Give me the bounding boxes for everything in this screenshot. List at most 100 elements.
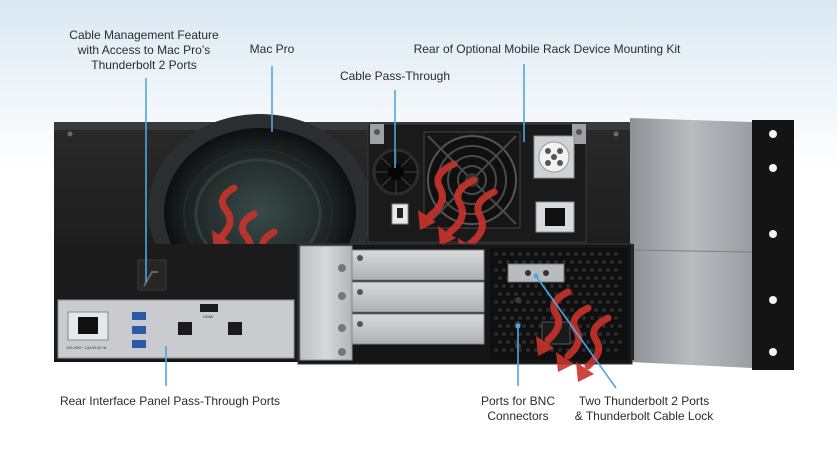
vent-hole (522, 308, 526, 312)
hdmi-port-label: HDMI (203, 314, 213, 319)
vent-hole (526, 316, 530, 320)
vent-hole (566, 268, 570, 272)
vent-hole (614, 332, 618, 336)
vent-hole (582, 316, 586, 320)
vent-hole (606, 300, 610, 304)
vent-hole (518, 316, 522, 320)
cable-pass-through-grommet (372, 148, 420, 196)
vent-hole (510, 332, 514, 336)
vent-hole (582, 252, 586, 256)
vent-hole (590, 268, 594, 272)
vent-hole (582, 332, 586, 336)
vent-hole (502, 268, 506, 272)
callout-thunderbolt-ports: Two Thunderbolt 2 Ports & Thunderbolt Ca… (574, 394, 714, 423)
vent-hole (618, 276, 622, 280)
callout-cable-pass-through: Cable Pass-Through (339, 69, 451, 83)
thunderbolt-cable-lock (507, 263, 565, 283)
vent-hole (526, 348, 530, 352)
vent-hole (538, 308, 542, 312)
vent-hole (586, 276, 590, 280)
vent-hole (610, 308, 614, 312)
vent-hole (506, 292, 510, 296)
vent-hole (590, 316, 594, 320)
vent-hole (598, 268, 602, 272)
vent-hole (542, 252, 546, 256)
vent-hole (494, 268, 498, 272)
power-spec-label: 100-240V~ 1.5A 50-60 Hz (66, 346, 107, 350)
svg-text:100-240V~ 1.5A 50-60 Hz: 100-240V~ 1.5A 50-60 Hz (66, 346, 107, 350)
rack-ear (752, 120, 794, 370)
vent-hole (606, 252, 610, 256)
fan-airflow-arrows (426, 160, 498, 248)
vent-hole (606, 284, 610, 288)
vent-hole (594, 308, 598, 312)
vent-hole (502, 284, 506, 288)
vent-hole (494, 348, 498, 352)
vent-hole (558, 284, 562, 288)
vent-hole (614, 316, 618, 320)
vent-hole (498, 340, 502, 344)
vent-hole (606, 268, 610, 272)
vent-hole (502, 252, 506, 256)
vent-hole (602, 260, 606, 264)
vent-hole (614, 252, 618, 256)
vent-hole (570, 308, 574, 312)
vent-hole (574, 252, 578, 256)
vent-hole (570, 260, 574, 264)
callout-rear-interface-panel: Rear Interface Panel Pass-Through Ports (59, 394, 281, 408)
vent-hole (606, 348, 610, 352)
vent-hole (590, 284, 594, 288)
vent-hole (614, 348, 618, 352)
rear-interface-panel: 100-240V~ 1.5A 50-60 Hz HDMI (57, 299, 295, 359)
vent-hole (530, 308, 534, 312)
vent-hole (522, 260, 526, 264)
vent-hole (506, 340, 510, 344)
vent-hole (582, 348, 586, 352)
vent-hole (586, 324, 590, 328)
vent-hole (494, 284, 498, 288)
vent-hole (618, 260, 622, 264)
vent-hole (602, 292, 606, 296)
vent-hole (494, 316, 498, 320)
vent-hole (494, 300, 498, 304)
vent-hole (518, 284, 522, 288)
vent-hole (518, 332, 522, 336)
vent-hole (506, 260, 510, 264)
psu-module (533, 135, 575, 179)
vent-hole (510, 316, 514, 320)
vent-hole (546, 308, 550, 312)
vent-hole (594, 276, 598, 280)
vent-hole (598, 284, 602, 288)
callout-line-thunderbolt (535, 275, 617, 389)
vent-hole (578, 260, 582, 264)
vent-hole (614, 284, 618, 288)
vent-hole (570, 276, 574, 280)
vent-hole (502, 332, 506, 336)
vent-hole (526, 300, 530, 304)
vent-hole (582, 268, 586, 272)
cable-management-arm (137, 259, 167, 291)
vent-hole (502, 316, 506, 320)
vent-hole (582, 300, 586, 304)
vent-hole (534, 348, 538, 352)
vent-hole (514, 292, 518, 296)
callout-rear-mounting-kit: Rear of Optional Mobile Rack Device Moun… (413, 42, 681, 56)
vent-hole (594, 292, 598, 296)
vent-hole (566, 252, 570, 256)
vent-hole (522, 292, 526, 296)
vent-hole (506, 308, 510, 312)
callout-cable-management-text: Cable Management Feature with Access to … (69, 28, 219, 72)
vent-hole (610, 260, 614, 264)
vent-hole (610, 276, 614, 280)
vent-hole (510, 348, 514, 352)
vent-hole (574, 284, 578, 288)
vent-hole (538, 324, 542, 328)
vent-hole (550, 284, 554, 288)
vent-hole (530, 340, 534, 344)
vent-hole (506, 324, 510, 328)
vent-hole (530, 324, 534, 328)
vent-hole (554, 260, 558, 264)
vent-hole (534, 284, 538, 288)
vent-hole (598, 300, 602, 304)
vent-hole (514, 340, 518, 344)
